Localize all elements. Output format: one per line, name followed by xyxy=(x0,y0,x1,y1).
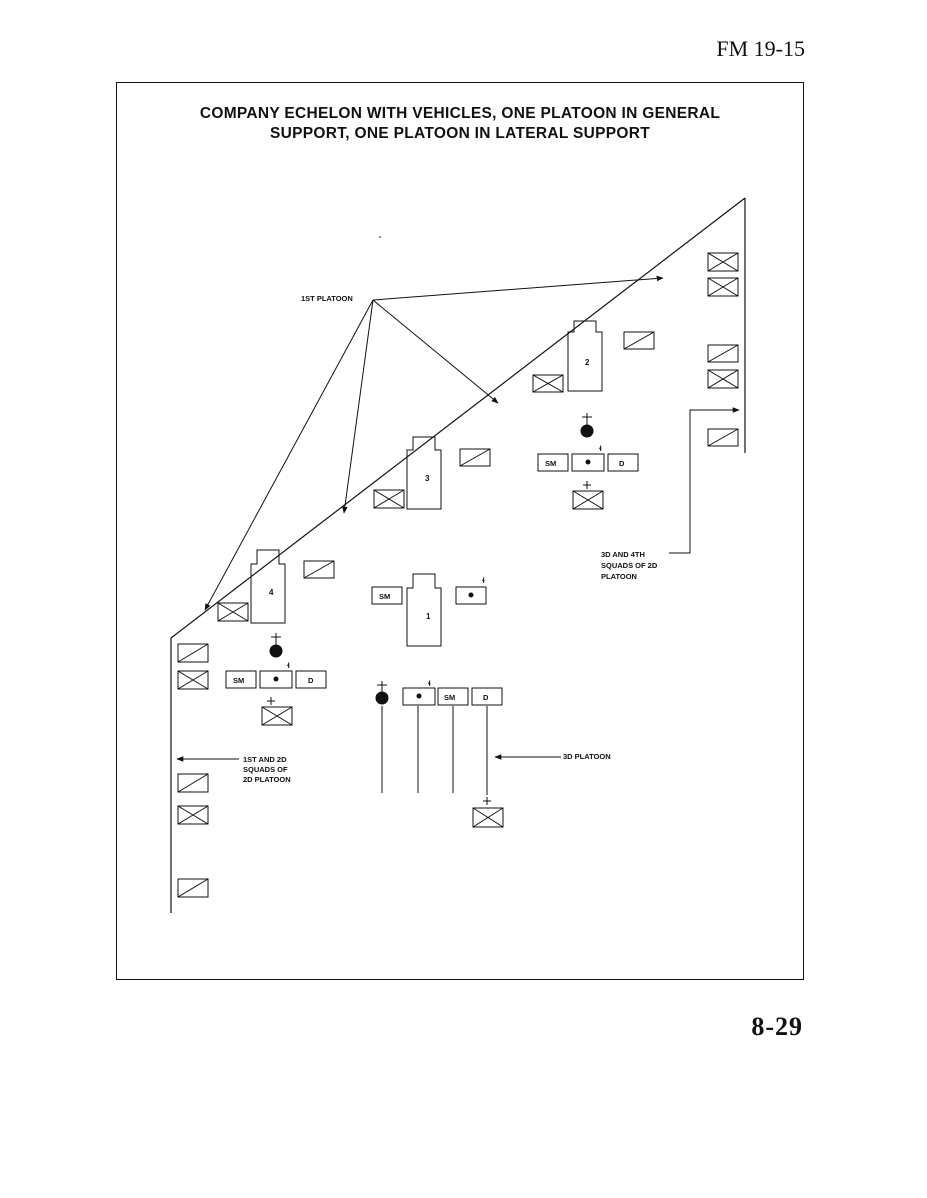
vehicle-icon xyxy=(303,560,335,579)
echelon-diagram: 1ST PLATOON 2 SM ɬ D 3 4 xyxy=(170,197,746,913)
svg-text:ɬ: ɬ xyxy=(599,444,602,453)
third-fourth-squads-label-3: PLATOON xyxy=(601,572,637,581)
svg-text:ɬ: ɬ xyxy=(287,661,290,670)
svg-text:ɬ: ɬ xyxy=(428,679,431,688)
vehicle-icon xyxy=(373,489,405,509)
third-platoon-label: 3D PLATOON xyxy=(563,752,611,761)
third-fourth-squads-pointer xyxy=(669,407,740,554)
squad-2: 2 SM ɬ D xyxy=(532,320,655,510)
vehicle-icon xyxy=(572,481,604,510)
document-reference: FM 19-15 xyxy=(716,36,805,61)
svg-text:SM: SM xyxy=(545,459,556,468)
third-platoon-column: ɬ SM D xyxy=(375,679,504,828)
vehicle-icon xyxy=(217,602,249,622)
svg-text:D: D xyxy=(619,459,625,468)
weapon-boxes: SM ɬ D xyxy=(225,661,327,689)
figure-frame: COMPANY ECHELON WITH VEHICLES, ONE PLATO… xyxy=(116,82,804,980)
vehicle-icon xyxy=(623,331,655,350)
right-column-vehicles xyxy=(707,252,739,447)
leader-icon xyxy=(269,633,283,658)
figure-title-line-1: COMPANY ECHELON WITH VEHICLES, ONE PLATO… xyxy=(199,105,721,122)
echelon-line xyxy=(170,197,746,913)
leader-icon xyxy=(375,681,389,705)
squad-1-number: 1 xyxy=(426,612,431,621)
first-second-squads-label-1: 1ST AND 2D xyxy=(243,755,287,764)
third-fourth-squads-label-1: 3D AND 4TH xyxy=(601,550,645,559)
figure-title-line-2: SUPPORT, ONE PLATOON IN LATERAL SUPPORT xyxy=(270,125,650,142)
left-column-vehicles xyxy=(177,643,209,898)
leader-icon xyxy=(580,413,594,438)
vehicle-icon xyxy=(532,374,564,393)
svg-text:SM: SM xyxy=(379,592,390,601)
first-platoon-arrows xyxy=(204,275,664,611)
stray-mark xyxy=(379,236,381,238)
vehicle-icon xyxy=(459,448,491,467)
first-second-squads-label-3: 2D PLATOON xyxy=(243,775,291,784)
squad-2-number: 2 xyxy=(585,358,590,367)
squad-3: 3 xyxy=(373,436,491,510)
vehicle-icon xyxy=(472,797,504,828)
squad-1: 1 SM ɬ xyxy=(371,573,487,647)
vehicle-icon xyxy=(261,697,293,726)
svg-text:D: D xyxy=(483,693,489,702)
third-fourth-squads-label-2: SQUADS OF 2D xyxy=(601,561,658,570)
squad-4: 4 SM ɬ D xyxy=(217,549,335,726)
weapon-boxes: SM ɬ D xyxy=(537,444,639,472)
page-number: 8-29 xyxy=(751,1012,803,1041)
squad-3-number: 3 xyxy=(425,474,430,483)
svg-text:SM: SM xyxy=(444,693,455,702)
first-second-squads-label-2: SQUADS OF xyxy=(243,765,288,774)
svg-text:ɬ: ɬ xyxy=(482,576,485,585)
squad-4-number: 4 xyxy=(269,588,274,597)
svg-text:SM: SM xyxy=(233,676,244,685)
first-platoon-label: 1ST PLATOON xyxy=(301,294,353,303)
svg-text:D: D xyxy=(308,676,314,685)
